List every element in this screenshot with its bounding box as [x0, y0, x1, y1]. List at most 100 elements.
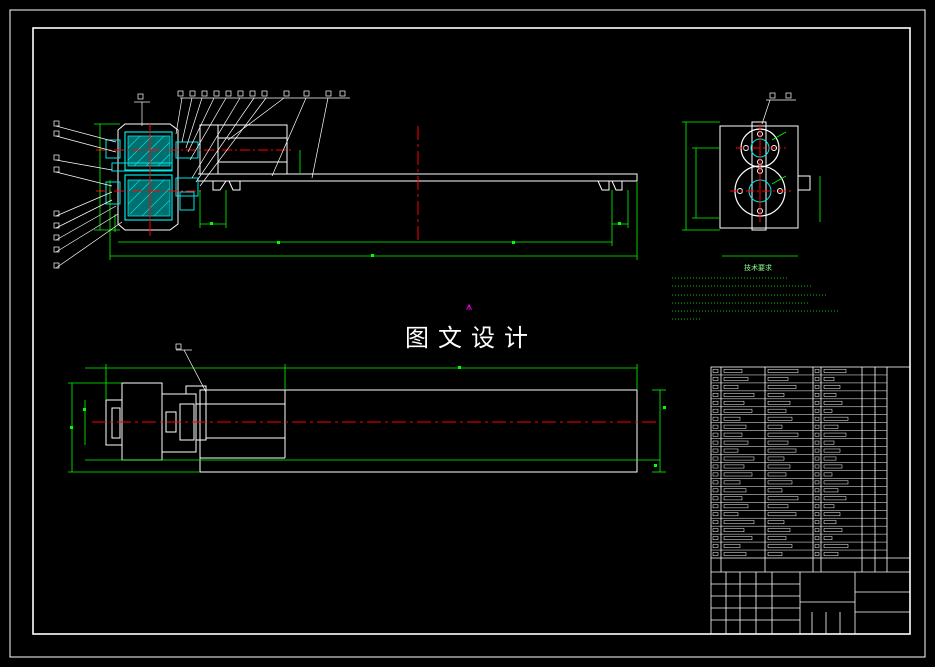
bom-cell-glyph	[723, 377, 749, 381]
watermark: 图文设计	[405, 324, 537, 352]
bom-cell-glyph	[723, 480, 741, 485]
bom-cell-glyph	[814, 544, 820, 548]
bom-cell-glyph	[712, 464, 719, 469]
bom-cell-glyph	[814, 496, 820, 501]
outer-frame	[9, 9, 926, 658]
bom-cell-glyph	[767, 488, 783, 493]
bom-cell-glyph	[723, 472, 753, 477]
bom-cell-glyph	[814, 528, 820, 532]
bom-cell-glyph	[712, 456, 719, 461]
bom-cell-glyph	[767, 393, 785, 397]
bom-cell-glyph	[723, 512, 739, 517]
bom-cell-glyph	[767, 536, 787, 540]
bom-cell-glyph	[823, 512, 841, 517]
bom-cell-glyph	[723, 432, 743, 437]
bom-cell-glyph	[814, 520, 820, 525]
bom-cell-glyph	[823, 472, 833, 477]
origin-marker: ⩚	[466, 300, 472, 313]
side-view	[682, 92, 821, 257]
bom-cell-glyph	[823, 408, 833, 413]
bom-cell-glyph	[712, 440, 719, 445]
bom-cell-glyph	[814, 385, 820, 389]
bom-cell-glyph	[723, 448, 739, 453]
bom-cell-glyph	[823, 496, 847, 501]
bom-cell-glyph	[723, 369, 743, 373]
bom-cell-glyph	[814, 424, 820, 429]
bom-cell-glyph	[823, 432, 847, 437]
technical-notes	[672, 277, 840, 320]
bom-cell-glyph	[723, 544, 741, 548]
bom-cell-glyph	[823, 488, 839, 493]
bom-cell-glyph	[823, 456, 837, 461]
bom-cell-glyph	[767, 448, 797, 453]
bom-cell-glyph	[712, 512, 719, 517]
bom-cell-glyph	[814, 440, 820, 445]
bom-cell-glyph	[814, 448, 820, 453]
bom-cell-glyph	[823, 544, 849, 548]
bom-cell-glyph	[723, 408, 753, 413]
bom-table	[710, 366, 911, 635]
bom-cell-glyph	[767, 377, 789, 381]
inner-frame	[32, 27, 911, 635]
bom-cell-glyph	[723, 496, 743, 501]
bom-cell-glyph	[767, 424, 783, 429]
bom-cell-glyph	[767, 520, 785, 525]
bom-cell-glyph	[814, 408, 820, 413]
bom-cell-glyph	[823, 416, 849, 421]
bom-cell-glyph	[712, 552, 719, 556]
bom-cell-glyph	[823, 424, 839, 429]
notes-title: 技术要求	[744, 263, 772, 272]
bom-cell-glyph	[767, 400, 791, 405]
bom-cell-glyph	[723, 488, 747, 493]
bom-cell-glyph	[767, 416, 793, 421]
bom-cell-glyph	[712, 416, 719, 421]
bom-cell-glyph	[723, 464, 745, 469]
bom-cell-glyph	[712, 480, 719, 485]
bom-cell-glyph	[767, 385, 797, 389]
bom-cell-glyph	[712, 496, 719, 501]
bom-cell-glyph	[814, 536, 820, 540]
bom-cell-glyph	[723, 456, 755, 461]
bom-cell-glyph	[723, 440, 749, 445]
bom-cell-glyph	[823, 552, 839, 556]
bom-cell-glyph	[814, 369, 820, 373]
bom-cell-glyph	[723, 424, 747, 429]
bom-cell-glyph	[814, 552, 820, 556]
bom-cell-glyph	[723, 504, 749, 509]
bom-cell-glyph	[767, 472, 787, 477]
bom-cell-glyph	[723, 393, 755, 397]
bom-cell-glyph	[767, 440, 789, 445]
bom-cell-glyph	[767, 432, 799, 437]
bom-cell-glyph	[814, 456, 820, 461]
bom-cell-glyph	[712, 400, 719, 405]
bom-cell-glyph	[712, 448, 719, 453]
bom-cell-glyph	[723, 536, 753, 540]
bom-cell-glyph	[712, 393, 719, 397]
bom-cell-glyph	[823, 504, 835, 509]
bom-cell-glyph	[712, 520, 719, 525]
bom-cell-glyph	[823, 480, 849, 485]
bom-cell-glyph	[823, 520, 837, 525]
bom-cell-glyph	[767, 544, 793, 548]
bom-cell-glyph	[712, 432, 719, 437]
bom-cell-glyph	[712, 528, 719, 532]
bom-cell-glyph	[767, 408, 787, 413]
bom-cell-glyph	[823, 528, 843, 532]
bom-cell-glyph	[814, 512, 820, 517]
bom-cell-glyph	[712, 488, 719, 493]
bom-cell-glyph	[823, 400, 843, 405]
bom-cell-glyph	[767, 456, 785, 461]
bom-cell-glyph	[712, 472, 719, 477]
bom-cell-glyph	[723, 416, 741, 421]
bom-cell-glyph	[823, 464, 843, 469]
bom-cell-glyph	[767, 464, 791, 469]
bom-cell-glyph	[823, 448, 841, 453]
bom-cell-glyph	[823, 536, 833, 540]
bom-cell-glyph	[723, 520, 755, 525]
bom-cell-glyph	[814, 488, 820, 493]
bom-cell-glyph	[823, 385, 841, 389]
bom-cell-glyph	[814, 464, 820, 469]
bom-cell-glyph	[814, 432, 820, 437]
bom-cell-glyph	[767, 496, 799, 501]
bom-cell-glyph	[814, 416, 820, 421]
